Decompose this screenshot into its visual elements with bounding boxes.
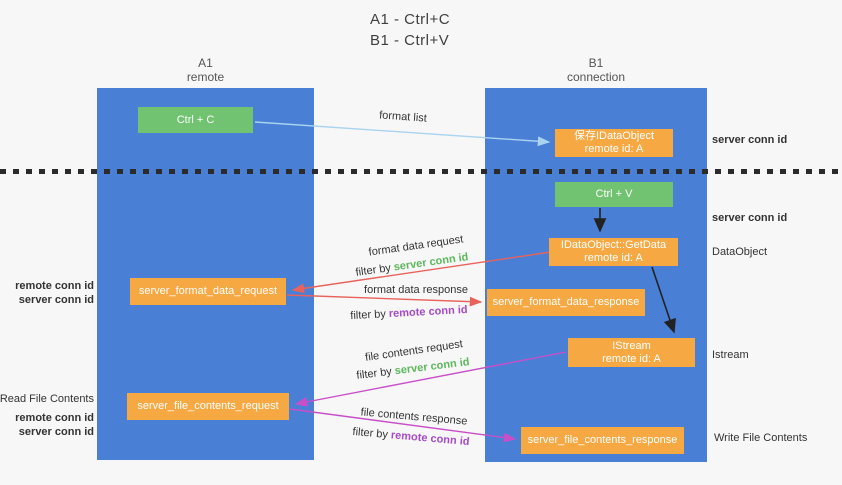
column-header-b1: B1 connection [485,56,707,84]
file-contents-response-label: file contents response [360,406,468,428]
column-a-id: A1 [198,56,213,70]
filter-by-text: filter by [354,261,395,279]
remote-conn-id-text: remote conn id [390,429,470,449]
format-data-response-arrow [286,294,483,307]
filter-by-text: filter by [355,365,396,382]
left-read-file-contents-label: Read File Contents [0,393,94,405]
server-format-data-response-box: server_format_data_response [487,289,645,316]
ctrl-c-label: Ctrl + C [176,113,215,126]
left-remote-conn-id-2: remote conn id [15,412,94,424]
diagram-title: A1 - Ctrl+C B1 - Ctrl+V [370,9,450,51]
server-format-data-request-label: server_format_data_request [138,285,278,297]
column-b-id: B1 [588,56,604,70]
filter-by-remote-conn-id-label-2: filter by remote conn id [352,426,470,448]
filter-by-text: filter by [352,425,392,442]
column-header-a1: A1 remote [97,56,314,84]
save-idataobject-line2: remote id: A [584,143,644,155]
title-line-2: B1 - Ctrl+V [370,32,450,49]
getdata-line2: remote id: A [584,252,643,264]
ctrl-c-box: Ctrl + C [138,107,253,133]
right-server-conn-id-2: server conn id [712,212,788,224]
column-a-role: remote [186,70,225,84]
filter-by-text: filter by [350,308,390,323]
right-server-conn-id-1: server conn id [712,134,788,146]
server-conn-id-text: server conn id [394,356,471,378]
remote-conn-id-text: remote conn id [388,303,468,321]
istream-line2: remote id: A [602,352,661,365]
phase-divider-dashed-line [0,169,842,174]
server-file-contents-response-label: server_file_contents_response [527,434,678,446]
left-server-conn-id-2: server conn id [18,426,94,438]
getdata-line1: IDataObject::GetData [560,239,667,251]
save-idataobject-box: 保存IDataObject remote id: A [555,129,673,157]
server-conn-id-text: server conn id [392,251,470,274]
title-line-1: A1 - Ctrl+C [370,11,451,28]
left-remote-conn-id-1: remote conn id [15,280,94,292]
server-format-data-response-label: server_format_data_response [492,296,640,308]
right-dataobject-label: DataObject [712,246,768,258]
server-file-contents-request-box: server_file_contents_request [127,393,289,420]
filter-by-remote-conn-id-label-1: filter by remote conn id [350,304,468,322]
right-write-file-contents-label: Write File Contents [714,432,808,444]
left-server-conn-id-1: server conn id [18,294,94,306]
format-data-response-label: format data response [364,284,468,296]
server-file-contents-response-box: server_file_contents_response [521,427,684,454]
save-idataobject-line1: 保存IDataObject [573,130,655,142]
ctrl-v-box: Ctrl + V [555,182,673,207]
istream-box: IStream remote id: A [568,338,695,367]
istream-line1: IStream [612,339,651,352]
ctrl-v-label: Ctrl + V [595,188,633,200]
right-istream-label: Istream [712,349,749,361]
idataobject-getdata-box: IDataObject::GetData remote id: A [549,238,678,266]
format-list-label: format list [378,109,428,125]
server-format-data-request-box: server_format_data_request [130,278,286,305]
server-file-contents-request-label: server_file_contents_request [137,400,279,412]
column-b-role: connection [566,70,626,84]
